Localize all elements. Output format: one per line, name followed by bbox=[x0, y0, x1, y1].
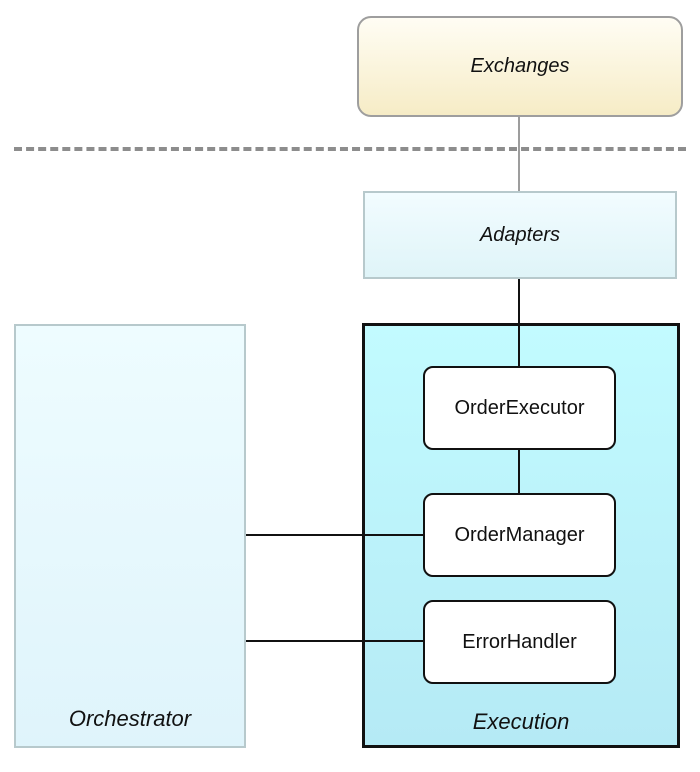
exchanges-adapters-connector bbox=[518, 117, 520, 191]
orchestrator-order-manager-connector bbox=[246, 534, 423, 536]
orchestrator-error-handler-connector bbox=[246, 640, 423, 642]
boundary-separator bbox=[14, 147, 686, 151]
adapters-box: Adapters bbox=[363, 191, 677, 279]
adapters-label: Adapters bbox=[479, 223, 561, 246]
adapters-order-executor-connector bbox=[518, 279, 520, 366]
error-handler-box: ErrorHandler bbox=[423, 600, 616, 684]
order-manager-label: OrderManager bbox=[454, 523, 585, 546]
exchanges-box: Exchanges bbox=[357, 16, 683, 117]
orchestrator-box: Orchestrator bbox=[14, 324, 246, 748]
error-handler-label: ErrorHandler bbox=[462, 630, 577, 653]
order-manager-box: OrderManager bbox=[423, 493, 616, 577]
exchanges-label: Exchanges bbox=[470, 55, 570, 77]
order-executor-label: OrderExecutor bbox=[454, 396, 585, 419]
order-executor-box: OrderExecutor bbox=[423, 366, 616, 450]
order-executor-order-manager-connector bbox=[518, 450, 520, 493]
execution-label: Execution bbox=[472, 709, 570, 734]
orchestrator-label: Orchestrator bbox=[68, 706, 192, 731]
